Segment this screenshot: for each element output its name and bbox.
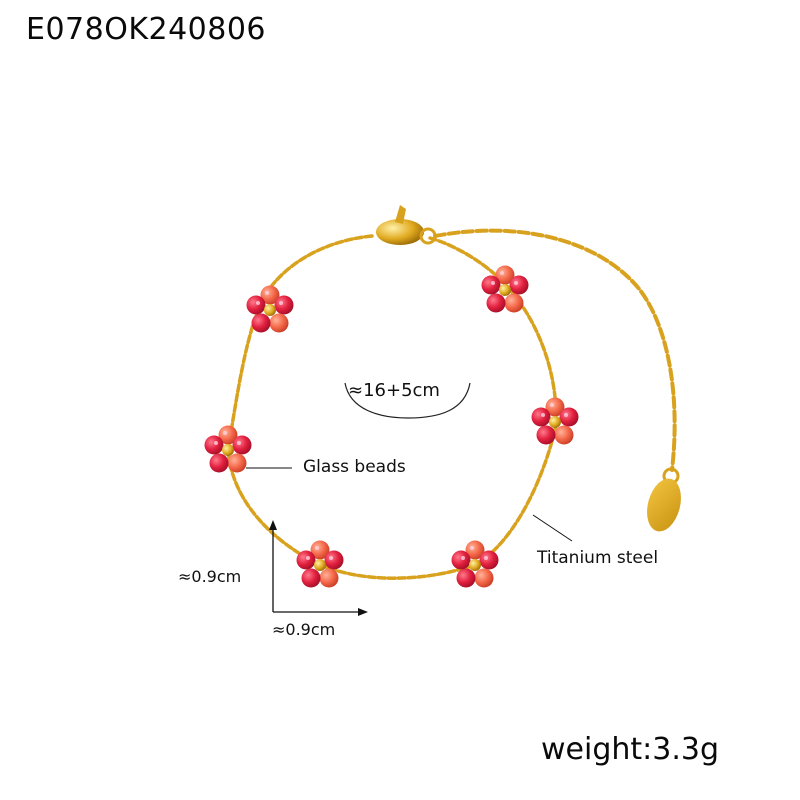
- length-arc: [344, 382, 471, 419]
- bead-flower: [246, 285, 294, 333]
- titanium-steel-leader: [532, 514, 573, 542]
- bead-flower: [531, 397, 579, 445]
- length-label: ≈16+5cm: [348, 380, 440, 401]
- product-sku: E078OK240806: [26, 12, 267, 47]
- bead-flower: [204, 425, 252, 473]
- bead-flower: [296, 540, 344, 588]
- flower-width-label: ≈0.9cm: [272, 620, 336, 639]
- weight-label: weight:3.3g: [541, 732, 720, 767]
- glass-beads-label: Glass beads: [303, 457, 406, 477]
- bead-flower: [451, 540, 499, 588]
- titanium-steel-label: Titanium steel: [537, 548, 659, 568]
- flower-height-label: ≈0.9cm: [178, 567, 242, 586]
- bead-flower: [481, 265, 529, 313]
- lobster-clasp: [376, 205, 437, 245]
- end-tag: [647, 478, 681, 532]
- extender-chain: [433, 228, 677, 472]
